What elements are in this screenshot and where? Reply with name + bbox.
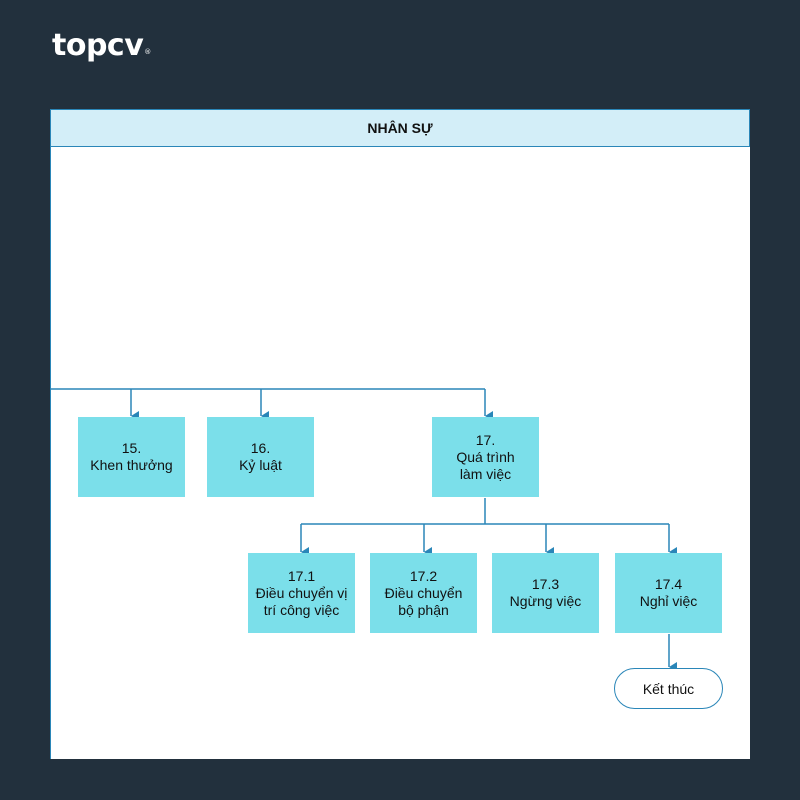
- registered-mark: ®: [144, 48, 151, 56]
- node-17-4-nghi-viec: 17.4 Nghỉ việc: [615, 553, 722, 633]
- node-17-3-ngung-viec: 17.3 Ngừng việc: [492, 553, 599, 633]
- node-17-3-number: 17.3: [531, 576, 560, 592]
- node-16-ky-luat: 16. Kỷ luật: [207, 417, 314, 497]
- swimlane-title: NHÂN SỰ: [367, 120, 433, 136]
- swimlane-frame: NHÂN SỰ 15. Khen thưởng 16. Kỷ luật: [50, 109, 750, 759]
- node-17-2-number: 17.2: [409, 567, 438, 584]
- node-17-2-label-line2: bộ phận: [398, 601, 449, 618]
- node-17-2-label-line1: Điều chuyển: [384, 584, 463, 601]
- node-15-number: 15.: [121, 440, 142, 456]
- node-17-qua-trinh-lam-viec: 17. Quá trình làm việc: [432, 417, 539, 497]
- node-17-4-number: 17.4: [654, 576, 683, 592]
- node-17-1-label-line2: trí công việc: [263, 601, 340, 618]
- node-15-khen-thuong: 15. Khen thưởng: [78, 417, 185, 497]
- edge-17-branch: [301, 498, 669, 525]
- node-17-2-dieu-chuyen-bo-phan: 17.2 Điều chuyển bộ phận: [370, 553, 477, 633]
- terminal-ket-thuc: Kết thúc: [614, 668, 723, 709]
- node-17-1-number: 17.1: [287, 567, 316, 584]
- node-15-label: Khen thưởng: [90, 457, 173, 473]
- node-17-4-label: Nghỉ việc: [639, 593, 698, 609]
- connector-lines: [50, 388, 677, 672]
- swimlane-header: NHÂN SỰ: [50, 109, 750, 147]
- swimlane-left-border: [50, 145, 51, 759]
- node-16-number: 16.: [250, 440, 271, 456]
- topcv-logo: topcv®: [52, 26, 151, 66]
- node-17-number: 17.: [475, 431, 496, 448]
- node-17-1-label-line1: Điều chuyển vị: [255, 584, 348, 601]
- logo-text: topcv: [52, 28, 144, 63]
- node-17-label-line1: Quá trình: [456, 448, 515, 465]
- terminal-label: Kết thúc: [642, 680, 695, 697]
- node-17-label-line2: làm việc: [459, 465, 512, 482]
- node-16-label: Kỷ luật: [239, 457, 282, 473]
- node-17-1-dieu-chuyen-vi-tri: 17.1 Điều chuyển vị trí công việc: [248, 553, 355, 633]
- node-17-3-label: Ngừng việc: [509, 593, 582, 609]
